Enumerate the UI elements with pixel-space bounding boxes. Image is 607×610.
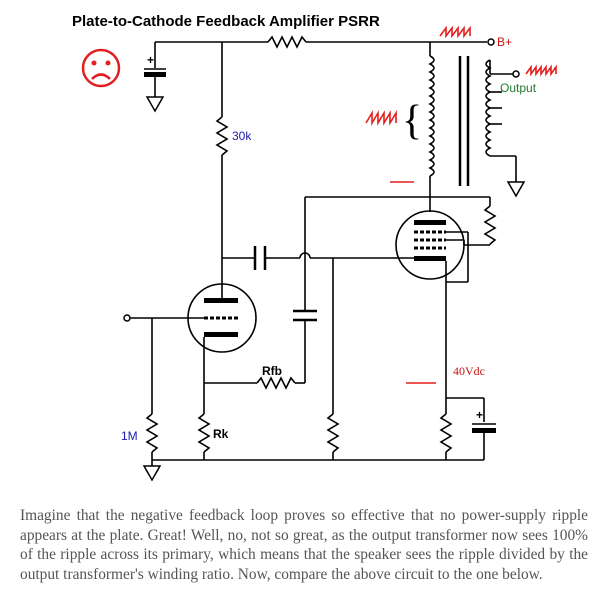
output-cathode-resistor	[439, 413, 453, 453]
cathode-resistor-rk	[197, 413, 211, 453]
bypass-capacitor: +	[472, 408, 496, 460]
ripple-waveform-icon	[525, 64, 557, 77]
rk-label: Rk	[213, 427, 229, 441]
r1m-label: 1M	[121, 429, 138, 443]
schematic-diagram: Plate-to-Cathode Feedback Amplifier PSRR…	[72, 13, 557, 482]
output-grid-resistor	[326, 413, 340, 453]
caption-paragraph: Imagine that the negative feedback loop …	[20, 507, 588, 583]
tube-icon	[185, 283, 257, 383]
bplus-label: B+	[497, 35, 512, 49]
ground-icon	[506, 181, 526, 198]
feedback-resistor-rfb	[256, 376, 296, 390]
feed-resistor	[267, 35, 307, 49]
feedback-capacitor	[293, 245, 317, 383]
bplus-terminal	[487, 38, 495, 46]
ground-icon	[145, 96, 165, 113]
top-rail-wire	[154, 41, 487, 68]
diagram-title: Plate-to-Cathode Feedback Amplifier PSRR	[72, 13, 380, 30]
ripple-waveform-icon	[439, 25, 471, 39]
plate-resistor-30k	[215, 116, 229, 156]
cap-plus-top: +	[147, 53, 154, 67]
tube-icon	[395, 210, 469, 283]
transformer-icon	[428, 42, 517, 197]
ripple-waveform-icon	[365, 110, 397, 126]
rfb-label: Rfb	[262, 364, 282, 378]
grid-resistor-1m	[145, 413, 159, 453]
ground-icon	[142, 465, 162, 482]
output-label: Output	[500, 81, 537, 95]
cap-plus-bottom: +	[476, 408, 483, 422]
sad-face-icon	[81, 48, 121, 88]
coupling-capacitor	[222, 246, 270, 270]
filter-capacitor-top: +	[144, 53, 166, 97]
input-terminal	[123, 314, 131, 322]
output-terminal	[512, 70, 520, 78]
plate-wiring	[304, 196, 497, 246]
r30k-label: 30k	[232, 129, 252, 143]
brace: {	[402, 98, 422, 144]
v40-label: 40Vdc	[453, 364, 485, 378]
